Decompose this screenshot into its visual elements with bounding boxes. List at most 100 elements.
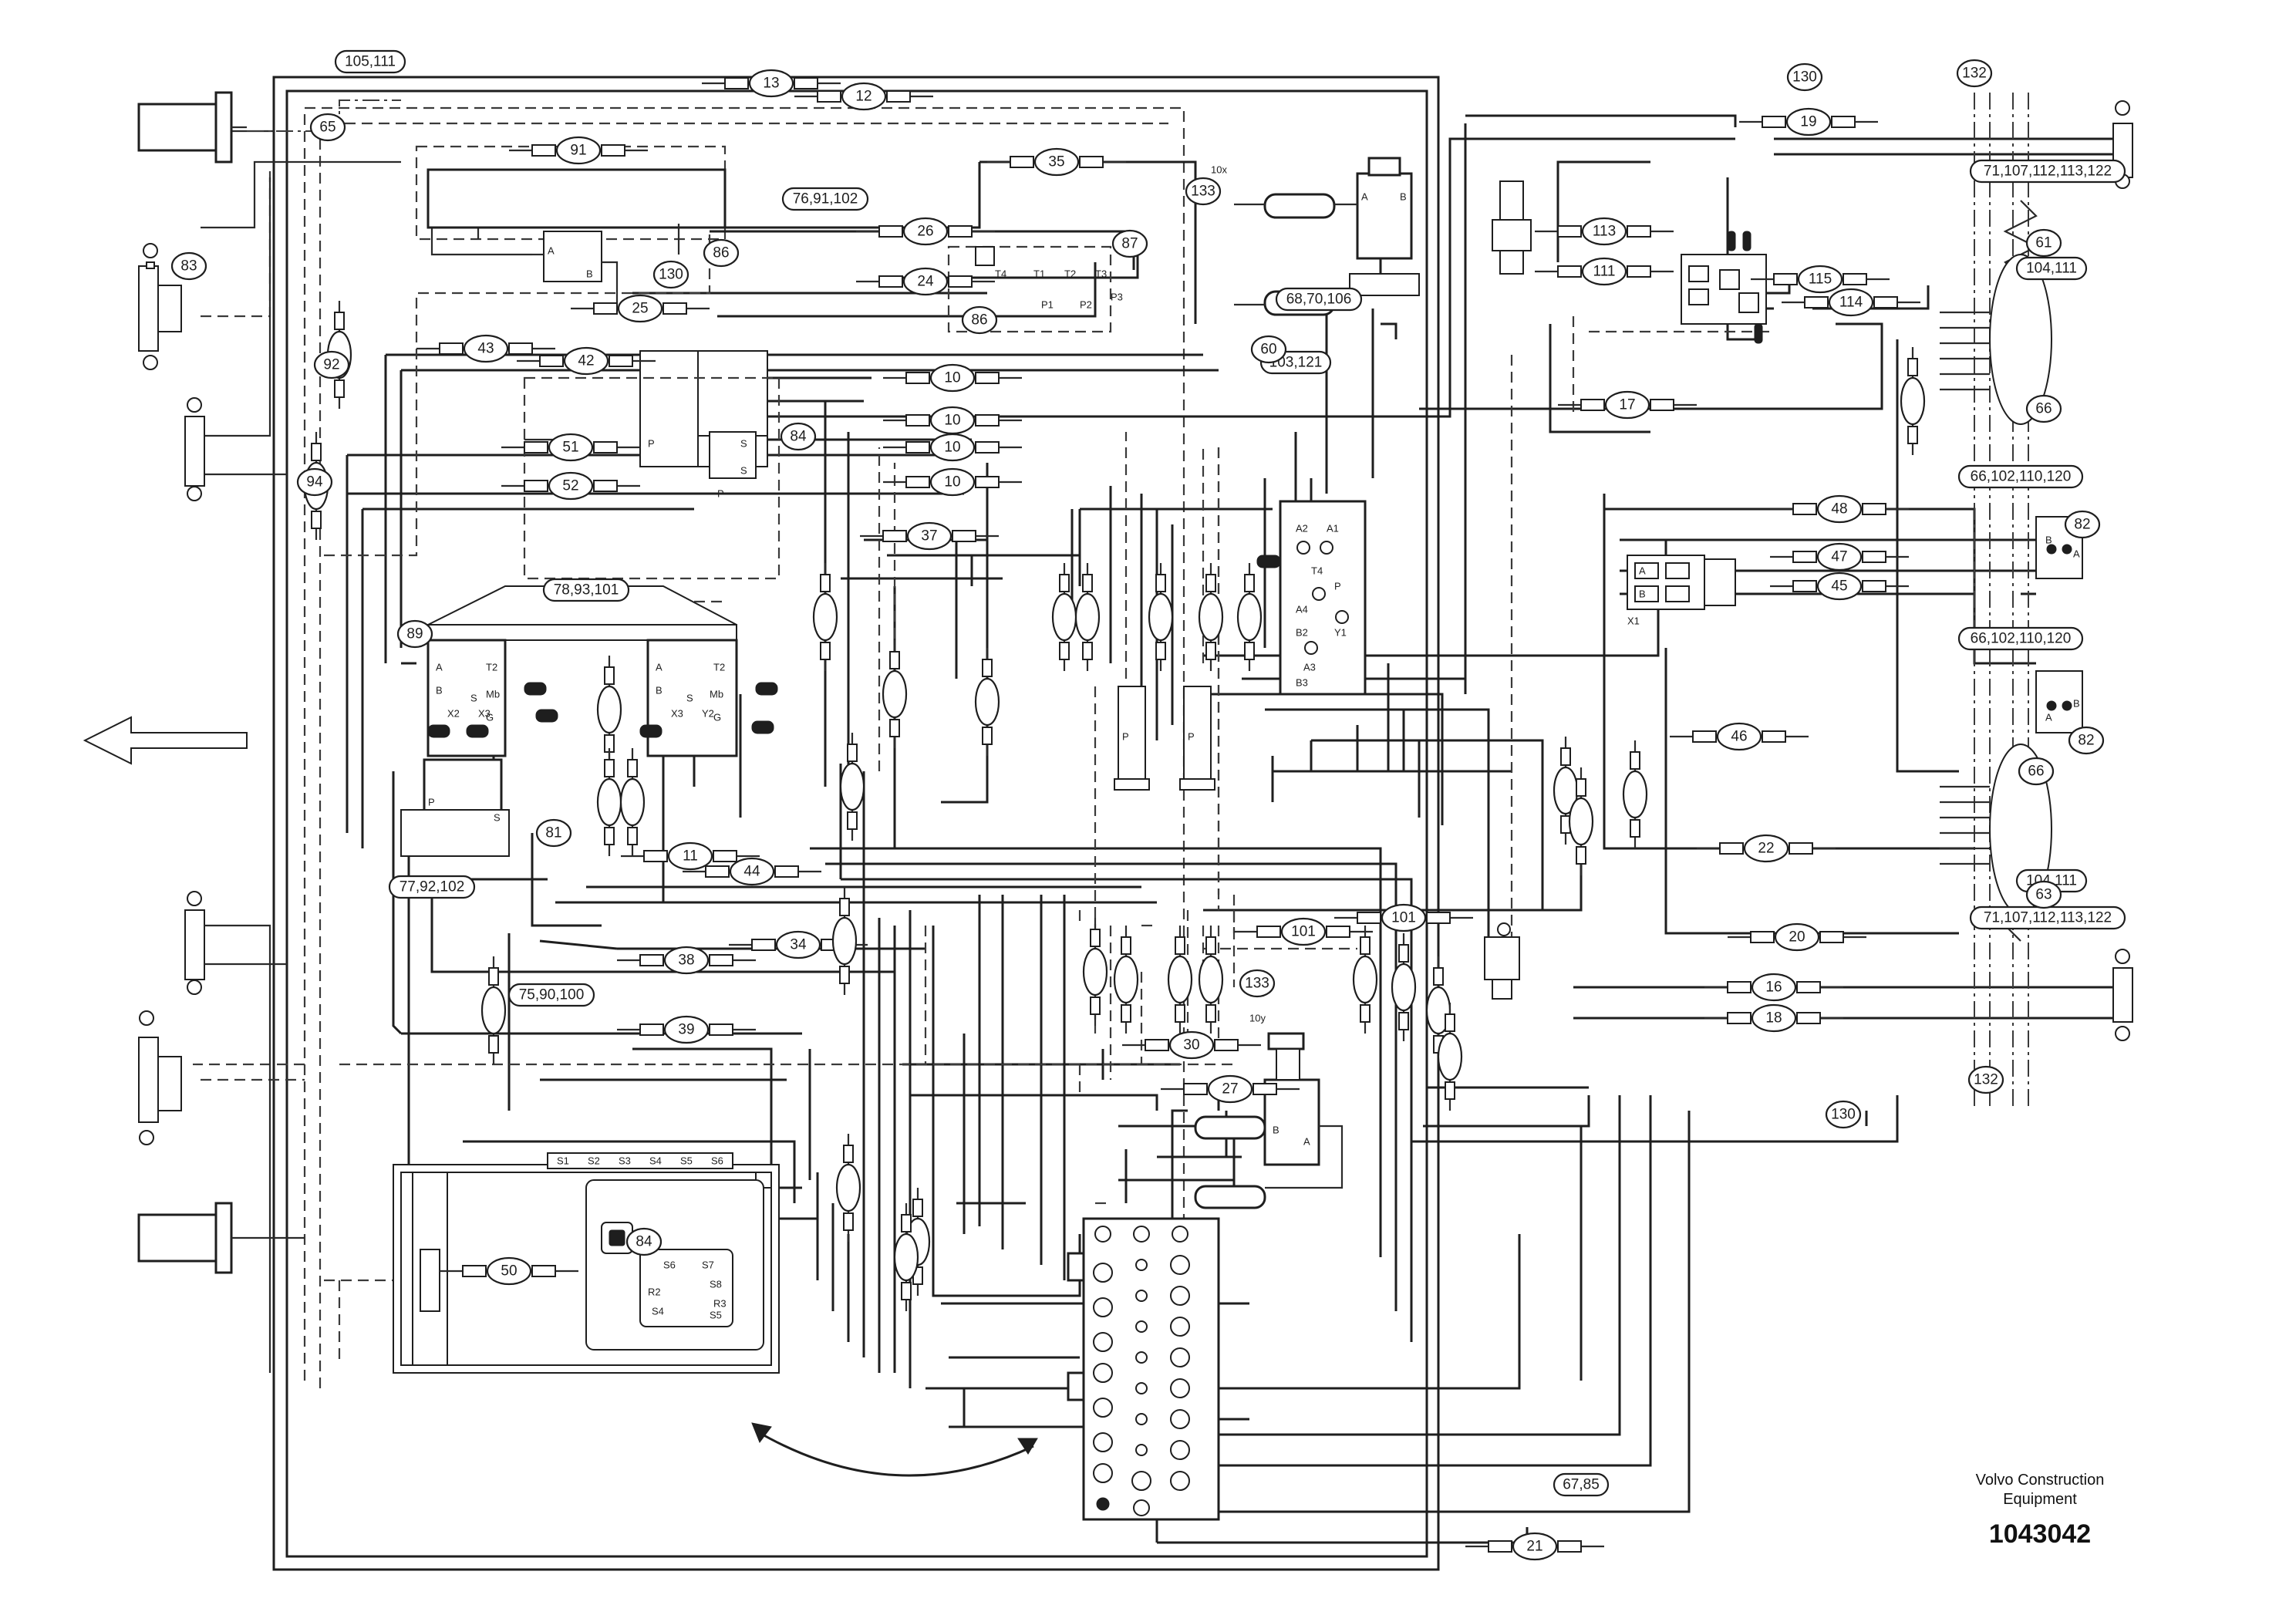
hose-13: 13 <box>702 69 841 98</box>
hose-115: 115 <box>1751 265 1890 294</box>
ring-label: 66,102,110,120 <box>1971 469 2072 485</box>
pump-left: A B S X2 X3 T2 Mb G <box>426 639 558 757</box>
left-cylinder-4 <box>138 1010 182 1145</box>
port-A4: A4 <box>1296 604 1308 615</box>
motor-port-row: S1 S2 S3 S4 S5 S6 <box>547 1152 733 1169</box>
item-label: 94 <box>306 474 323 491</box>
port-Mb: Mb <box>710 689 723 700</box>
hose-24: 24 <box>856 267 995 296</box>
port-S9: S5 <box>710 1310 722 1321</box>
travel-direction-arrow <box>83 716 248 765</box>
hose-label: 25 <box>632 301 648 317</box>
item-label: 84 <box>790 429 807 445</box>
port-B: B <box>1639 588 1646 600</box>
port-B: B <box>2045 534 2052 546</box>
port-A: A <box>1303 1136 1310 1148</box>
vertical-hose-30 <box>1900 347 1926 455</box>
port-P: P <box>1122 731 1129 743</box>
item-label: 132 <box>1974 1072 1998 1088</box>
hose-37: 37 <box>860 521 999 551</box>
port-S7: S7 <box>702 1259 714 1271</box>
port-S4: S4 <box>649 1155 662 1167</box>
item-callout-130: 130 <box>1825 1100 1862 1129</box>
port-G: G <box>713 712 721 723</box>
hose-label: 48 <box>1831 501 1847 518</box>
hose-91: 91 <box>509 136 648 165</box>
port-T4: T4 <box>995 268 1006 280</box>
ring-callout: 68,70,106 <box>1275 287 1363 312</box>
ring-callout: 67,85 <box>1553 1472 1610 1497</box>
ring-callout: 104,111 <box>2015 256 2088 281</box>
vertical-hose-12 <box>480 956 507 1064</box>
hose-16: 16 <box>1704 973 1843 1002</box>
port-T2: T2 <box>486 662 497 673</box>
hose-47: 47 <box>1770 542 1909 572</box>
left-cylinder-1 <box>138 243 182 370</box>
item-callout-133: 133 <box>1185 177 1222 206</box>
upper-right-manifold <box>1492 180 1767 344</box>
ring-label: 71,107,112,113,122 <box>1984 164 2112 180</box>
vertical-hose-4 <box>1236 563 1263 671</box>
port-T2: T2 <box>713 662 725 673</box>
hose-10: 10 <box>883 467 1022 497</box>
vertical-hose-6 <box>1148 563 1174 671</box>
hose-12: 12 <box>794 82 933 111</box>
item-label: 87 <box>1121 236 1138 252</box>
hose-101: 101 <box>1334 903 1473 932</box>
left-cylinders <box>137 91 305 1373</box>
hose-label: 20 <box>1789 929 1805 946</box>
item-label: 130 <box>659 267 683 283</box>
port-S5: S5 <box>680 1155 693 1167</box>
ring-label: 78,93,101 <box>554 582 619 599</box>
outer-return-frame <box>272 76 1440 1571</box>
hose-17: 17 <box>1558 390 1697 420</box>
ring-label: 77,92,102 <box>400 879 465 895</box>
left-cylinder-2 <box>184 397 205 501</box>
ring-callout: 66,102,110,120 <box>1957 626 2084 651</box>
hose-25: 25 <box>571 294 710 323</box>
hose-21: 21 <box>1465 1532 1604 1561</box>
port-B: B <box>656 685 663 696</box>
pump-right: A B S X3 Y2 T2 Mb G <box>639 639 778 757</box>
hose-label: 11 <box>683 848 698 865</box>
vertical-hose-27 <box>1622 740 1648 848</box>
item-label: 130 <box>1831 1107 1856 1123</box>
hose-111: 111 <box>1535 257 1674 286</box>
hose-26: 26 <box>856 217 995 246</box>
item-callout-133: 133 <box>1239 969 1276 998</box>
hose-label: 34 <box>790 937 807 953</box>
pilot-manifold: T4 T1 T2 T3 P1 P2 P3 <box>947 245 1123 333</box>
port-P: P <box>1334 581 1341 592</box>
hose-39: 39 <box>617 1015 756 1044</box>
title-block: Volvo Construction Equipment 1043042 <box>1976 1472 2105 1549</box>
port-Y1: Y1 <box>1334 627 1347 639</box>
item-callout-61: 61 <box>2025 228 2062 258</box>
motor-block: S6 S7 S8 R2 R3 S4 S5 <box>601 1222 733 1327</box>
item-label: 132 <box>1962 66 1987 82</box>
hose-label: 43 <box>477 341 494 357</box>
hose-50: 50 <box>440 1256 578 1286</box>
hose-label: 91 <box>570 143 586 159</box>
hose-label: 38 <box>678 953 694 969</box>
hose-52: 52 <box>501 471 640 501</box>
item-callout-86: 86 <box>961 305 998 335</box>
auxiliary-motor <box>1484 922 1520 1000</box>
main-control-valve: A2 A1 T4 P A4 B2 Y1 A3 B3 <box>1256 500 1367 696</box>
port-X: X1 <box>1627 615 1640 627</box>
lower-steering-cylinder <box>137 1202 305 1274</box>
item-callout-82: 82 <box>2064 510 2101 539</box>
central-valve-pair: P P <box>1114 686 1215 791</box>
item-callout-60: 60 <box>1250 335 1287 364</box>
item-label: 86 <box>713 245 729 261</box>
port-A: A <box>548 245 555 257</box>
item-callout-63: 63 <box>2025 880 2062 909</box>
document-number: 1043042 <box>1989 1519 2091 1549</box>
hose-label: 52 <box>562 478 578 494</box>
ring-callout: 75,90,100 <box>507 983 595 1007</box>
priority-valve-block: A B <box>426 168 727 310</box>
hose-label: 115 <box>1809 271 1832 288</box>
port-T2: T2 <box>1064 268 1076 280</box>
port-R3: R3 <box>713 1298 727 1310</box>
port-G: G <box>486 712 494 723</box>
